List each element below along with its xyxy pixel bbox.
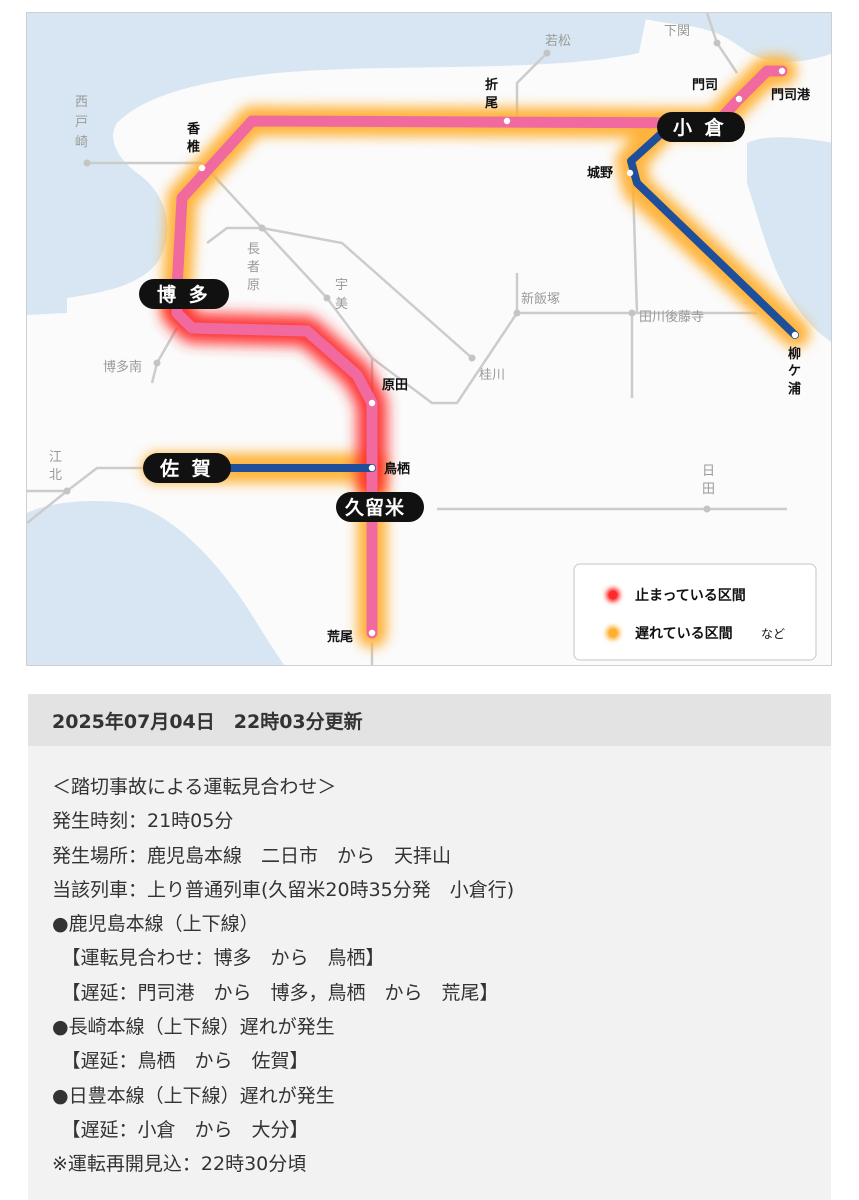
info-panel: 2025年07月04日 22時03分更新 ＜踏切事故による運転見合わせ＞ 発生時… <box>28 694 831 1200</box>
info-line-kagoshima: ●鹿児島本線（上下線） <box>52 913 259 936</box>
station-tosu: 鳥栖 <box>384 461 410 477</box>
legend: 止まっている区間 遅れている区間 など <box>573 563 817 661</box>
update-header: 2025年07月04日 22時03分更新 <box>28 694 831 746</box>
badge-hakata-label: 博 多 <box>157 283 211 306</box>
station-moji: 門司 <box>692 78 718 93</box>
badge-saga[interactable]: 佐 賀 <box>143 453 231 483</box>
station-dots <box>198 67 799 637</box>
route-map-svg: 下関 若松 折 尾 門司 門司港 城野 西 戸 崎 香 椎 長 者 原 博多南 … <box>27 13 831 665</box>
station-hita-1: 日 <box>702 464 715 479</box>
station-mojiko: 門司港 <box>771 87 811 103</box>
station-nagasahara-1: 長 <box>247 242 260 257</box>
info-body: ＜踏切事故による運転見合わせ＞ 発生時刻：21時05分 発生場所：鹿児島本線 二… <box>28 746 831 1182</box>
station-labels: 下関 若松 折 尾 門司 門司港 城野 西 戸 崎 香 椎 長 者 原 博多南 … <box>49 24 811 645</box>
station-orio-1: 折 <box>485 77 498 93</box>
sea-areas <box>27 13 831 665</box>
info-line-nagasaki: ●長崎本線（上下線）遅れが発生 <box>52 1016 335 1039</box>
kagoshima-main-line <box>171 65 788 639</box>
station-kashii-1: 香 <box>186 121 201 137</box>
station-jono: 城野 <box>587 165 613 181</box>
station-haruda: 原田 <box>382 378 408 393</box>
station-wakamatsu: 若松 <box>545 33 571 49</box>
legend-stopped-label: 止まっている区間 <box>635 587 746 604</box>
station-shimonoseki: 下関 <box>664 24 690 39</box>
station-kouhoku-2: 北 <box>49 468 62 483</box>
station-yanagigaura-1: 柳 <box>788 346 801 362</box>
badge-kurume-label: 久留米 <box>345 496 405 519</box>
route-map: 下関 若松 折 尾 門司 門司港 城野 西 戸 崎 香 椎 長 者 原 博多南 … <box>26 12 832 666</box>
info-line-time: 発生時刻：21時05分 <box>52 810 234 833</box>
info-line-nippo: ●日豊本線（上下線）遅れが発生 <box>52 1084 335 1107</box>
station-keisen: 桂川 <box>479 368 505 383</box>
info-line-resume: ※運転再開見込：22時30分頃 <box>52 1153 307 1176</box>
badge-hakata[interactable]: 博 多 <box>139 279 229 309</box>
badge-kurume[interactable]: 久留米 <box>336 492 424 522</box>
info-line-nagasaki-delay: 【遅延：鳥栖 から 佐賀】 <box>52 1050 309 1073</box>
station-hita-2: 田 <box>702 482 715 497</box>
info-line-kagoshima-stop: 【運転見合わせ：博多 から 鳥栖】 <box>52 947 385 970</box>
update-timestamp: 2025年07月04日 22時03分更新 <box>52 710 363 733</box>
info-line-nippo-delay: 【遅延：小倉 から 大分】 <box>52 1118 309 1141</box>
legend-delayed-label: 遅れている区間 <box>635 626 733 642</box>
station-umi-1: 宇 <box>335 278 348 293</box>
badge-kokura-label: 小 倉 <box>673 116 727 139</box>
station-shiiizuka: 新飯塚 <box>521 291 560 307</box>
station-nishitozaki-1: 西 <box>75 95 88 110</box>
station-nishitozaki-2: 戸 <box>75 115 88 130</box>
station-hakataminami: 博多南 <box>103 359 142 375</box>
station-kashii-2: 椎 <box>186 139 200 155</box>
delayed-glow <box>142 56 810 648</box>
info-line-location: 発生場所：鹿児島本線 二日市 から 天拝山 <box>52 844 452 867</box>
station-kouhoku-1: 江 <box>49 450 62 465</box>
station-tagawagotoji: 田川後藤寺 <box>639 310 704 325</box>
info-line-train: 当該列車：上り普通列車(久留米20時35分発 小倉行) <box>52 878 515 901</box>
station-arao: 荒尾 <box>326 629 353 645</box>
station-nagasahara-2: 者 <box>247 260 260 275</box>
station-nishitozaki-3: 崎 <box>75 135 88 150</box>
info-line-kagoshima-delay: 【遅延：門司港 から 博多，鳥栖 から 荒尾】 <box>52 981 499 1004</box>
station-yanagigaura-3: 浦 <box>788 381 801 397</box>
station-yanagigaura-2: ケ <box>788 364 801 379</box>
station-umi-2: 美 <box>335 297 348 312</box>
legend-etc-label: など <box>761 627 785 641</box>
station-orio-2: 尾 <box>485 96 498 111</box>
gray-station-dots <box>63 39 721 513</box>
badge-kokura[interactable]: 小 倉 <box>657 112 745 142</box>
info-line-title: ＜踏切事故による運転見合わせ＞ <box>52 776 337 798</box>
badge-saga-label: 佐 賀 <box>159 457 214 480</box>
station-nagasahara-3: 原 <box>247 278 260 293</box>
blue-lines <box>203 129 799 472</box>
